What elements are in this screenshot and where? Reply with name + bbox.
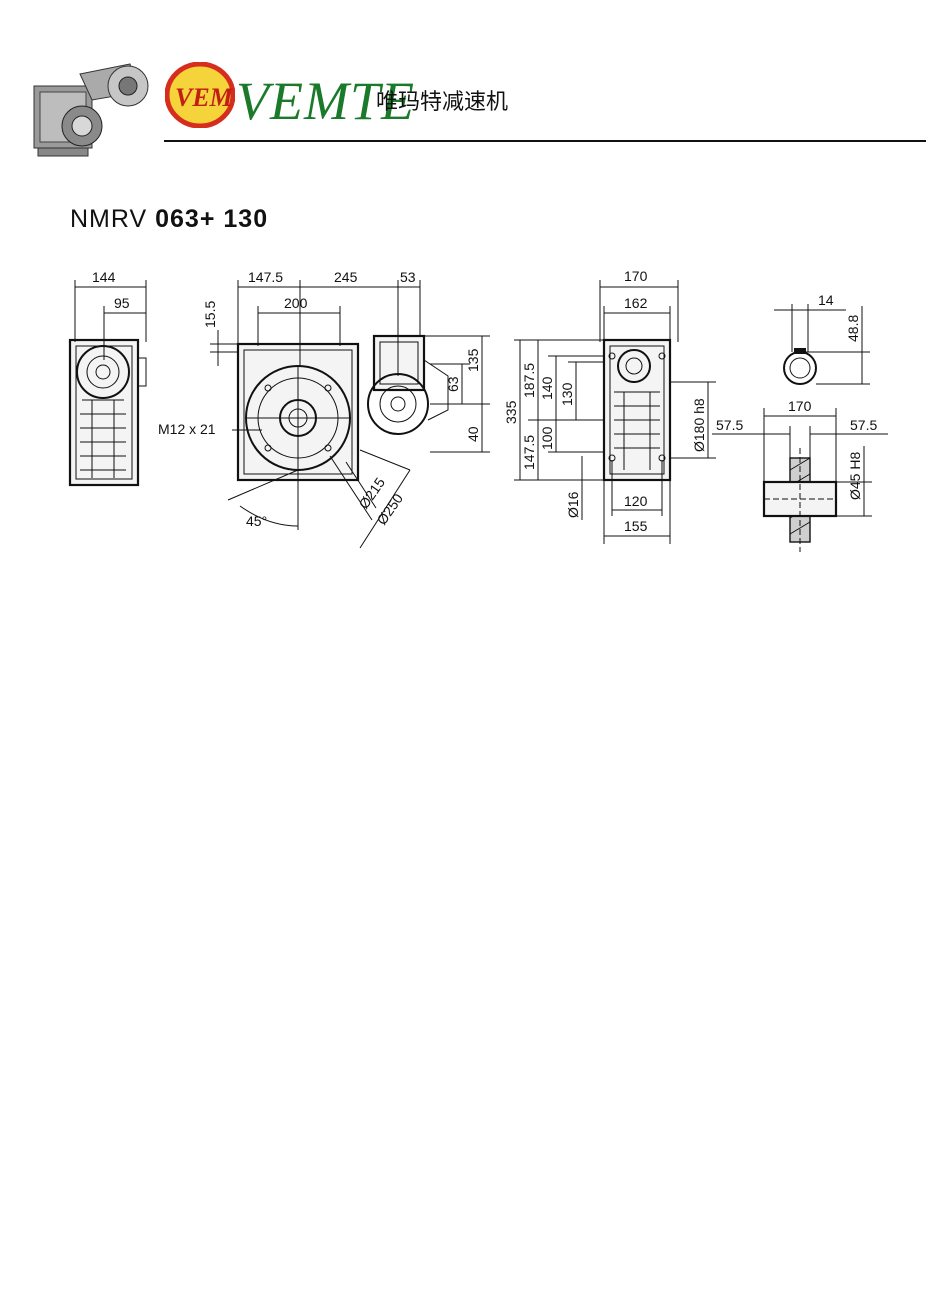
logo-letters: VEM bbox=[175, 83, 234, 112]
side-dim-200: 200 bbox=[284, 295, 308, 311]
shaft-dim-170: 170 bbox=[788, 398, 812, 414]
rear-view: 170 162 335 187.5 147.5 140 130 100 bbox=[503, 268, 716, 544]
header-rule bbox=[164, 140, 926, 142]
rear-dim-162: 162 bbox=[624, 295, 648, 311]
front-dim-144: 144 bbox=[92, 269, 116, 285]
side-thread-callout: M12 x 21 bbox=[158, 421, 216, 437]
front-dim-95: 95 bbox=[114, 295, 130, 311]
side-view: 147.5 245 53 200 15.5 135 63 40 M bbox=[158, 269, 490, 549]
rear-dim-120: 120 bbox=[624, 493, 648, 509]
side-dim-angle: 45° bbox=[246, 513, 267, 529]
gearbox-photo bbox=[33, 63, 149, 157]
rear-dim-140: 140 bbox=[539, 376, 555, 400]
rear-dim-170: 170 bbox=[624, 268, 648, 284]
model-title: NMRV 063+ 130 bbox=[70, 205, 268, 234]
rear-dim-155: 155 bbox=[624, 518, 648, 534]
brand-chinese-name: 唯玛特减速机 bbox=[376, 90, 509, 115]
side-dim-53: 53 bbox=[400, 269, 416, 285]
side-dim-245: 245 bbox=[334, 269, 358, 285]
side-dim-147-5: 147.5 bbox=[248, 269, 283, 285]
dimension-drawing: 144 95 bbox=[68, 268, 888, 552]
rear-dim-dia180: Ø180 h8 bbox=[691, 398, 707, 452]
rear-dim-335: 335 bbox=[503, 400, 519, 424]
side-dim-135: 135 bbox=[465, 348, 481, 372]
rear-dim-187-5: 187.5 bbox=[521, 363, 537, 398]
vemte-logo-icon: VEM bbox=[165, 62, 235, 128]
rear-dim-100: 100 bbox=[539, 426, 555, 450]
rear-dim-147-5: 147.5 bbox=[521, 435, 537, 470]
shaft-views: 14 48.8 170 57.5 57.5 bbox=[712, 292, 888, 552]
model-number: 063+ 130 bbox=[155, 205, 269, 233]
model-prefix: NMRV bbox=[70, 205, 148, 233]
shaft-dim-57-5-left: 57.5 bbox=[716, 417, 743, 433]
side-dim-63: 63 bbox=[445, 376, 461, 392]
shaft-dim-48-8: 48.8 bbox=[845, 315, 861, 342]
brand-name: VEMTE bbox=[236, 71, 415, 131]
shaft-dim-57-5-right: 57.5 bbox=[850, 417, 877, 433]
shaft-dim-14: 14 bbox=[818, 292, 834, 308]
side-dim-15-5: 15.5 bbox=[202, 301, 218, 328]
front-view: 144 95 bbox=[68, 269, 147, 487]
side-dim-40: 40 bbox=[465, 426, 481, 442]
rear-dim-dia16: Ø16 bbox=[565, 491, 581, 518]
rear-dim-130: 130 bbox=[559, 382, 575, 406]
shaft-dim-dia45: Ø45 H8 bbox=[847, 452, 863, 500]
